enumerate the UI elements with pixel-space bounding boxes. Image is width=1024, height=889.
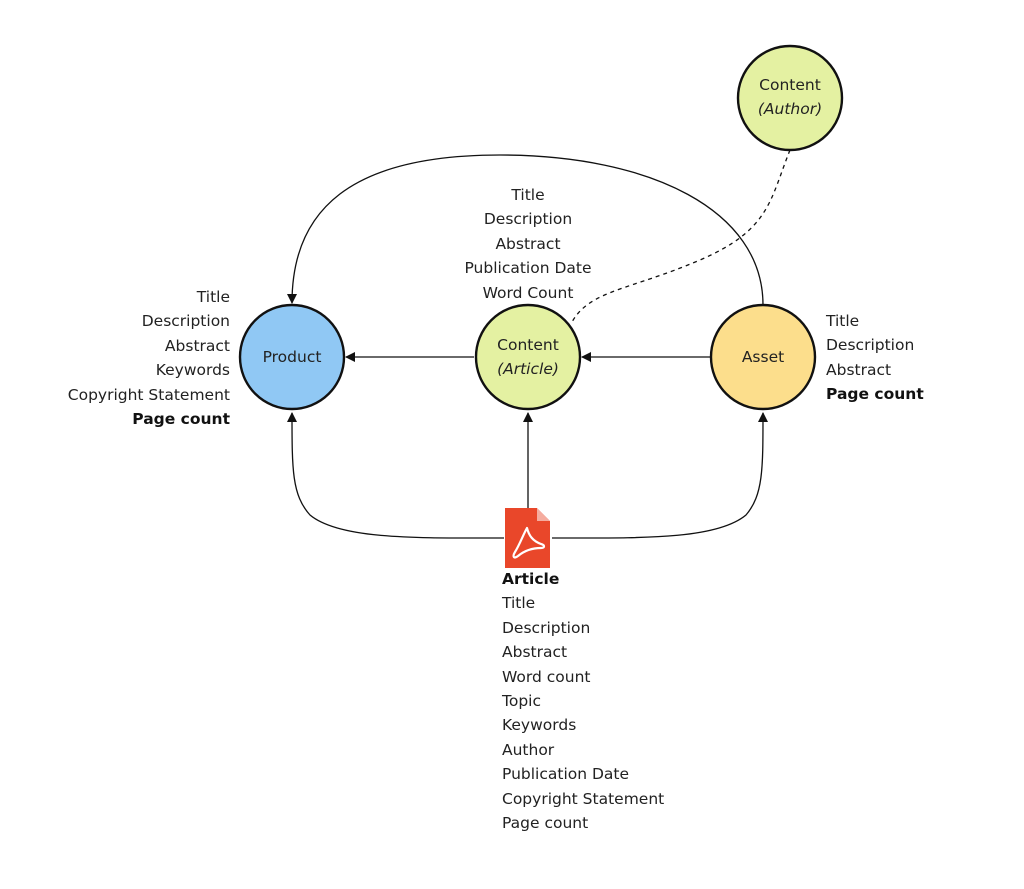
node-asset: Asset [709,303,817,411]
edge-pdf-to-asset [551,412,768,539]
node-product-label: Product [263,348,322,366]
edge-asset-to-product-top [287,154,764,306]
article-field: Description [502,618,591,637]
product-field: Abstract [164,336,230,355]
article-field: Word count [502,667,591,686]
asset-field-emphasis: Page count [826,385,924,404]
node-content-article: Content (Article) [474,303,582,411]
article-fields: Article Title Description Abstract Word … [502,567,664,835]
article-field: Keywords [502,716,577,735]
article-field: Topic [502,692,541,711]
product-field: Keywords [155,361,230,380]
node-content-author-label: Content [759,76,821,94]
product-field: Description [141,312,230,331]
edge-author-to-article-dashed [571,149,791,323]
content-article-field: Word Count [482,283,574,302]
node-asset-label: Asset [742,348,784,366]
content-article-field: Abstract [495,234,561,253]
edge-pdf-to-product [287,412,505,539]
content-article-field: Title [511,186,545,204]
asset-field: Description [826,336,915,355]
asset-field: Abstract [826,360,892,379]
product-field: Title [196,288,230,306]
asset-fields: Title Description Abstract Page count [826,309,924,407]
pdf-file-icon [505,508,550,568]
asset-field: Title [826,312,860,330]
content-article-field: Description [483,210,573,229]
node-content-author-sublabel: (Author) [758,100,822,118]
node-content-article-sublabel: (Article) [497,360,559,378]
article-heading: Article [502,570,560,588]
node-content-article-label: Content [497,336,559,354]
article-field: Page count [502,814,589,833]
article-field: Publication Date [502,765,630,784]
product-field-emphasis: Page count [132,410,230,429]
article-field: Title [502,594,536,613]
content-article-fields: Title Description Abstract Publication D… [428,183,628,305]
node-content-author: Content (Author) [736,44,844,152]
product-field: Copyright Statement [67,385,230,404]
content-article-field: Publication Date [464,259,592,278]
node-product: Product [238,303,346,411]
article-field: Author [502,740,555,759]
product-fields: Title Description Abstract Keywords Copy… [68,285,230,431]
article-field: Copyright Statement [502,789,665,808]
article-field: Abstract [502,643,568,662]
